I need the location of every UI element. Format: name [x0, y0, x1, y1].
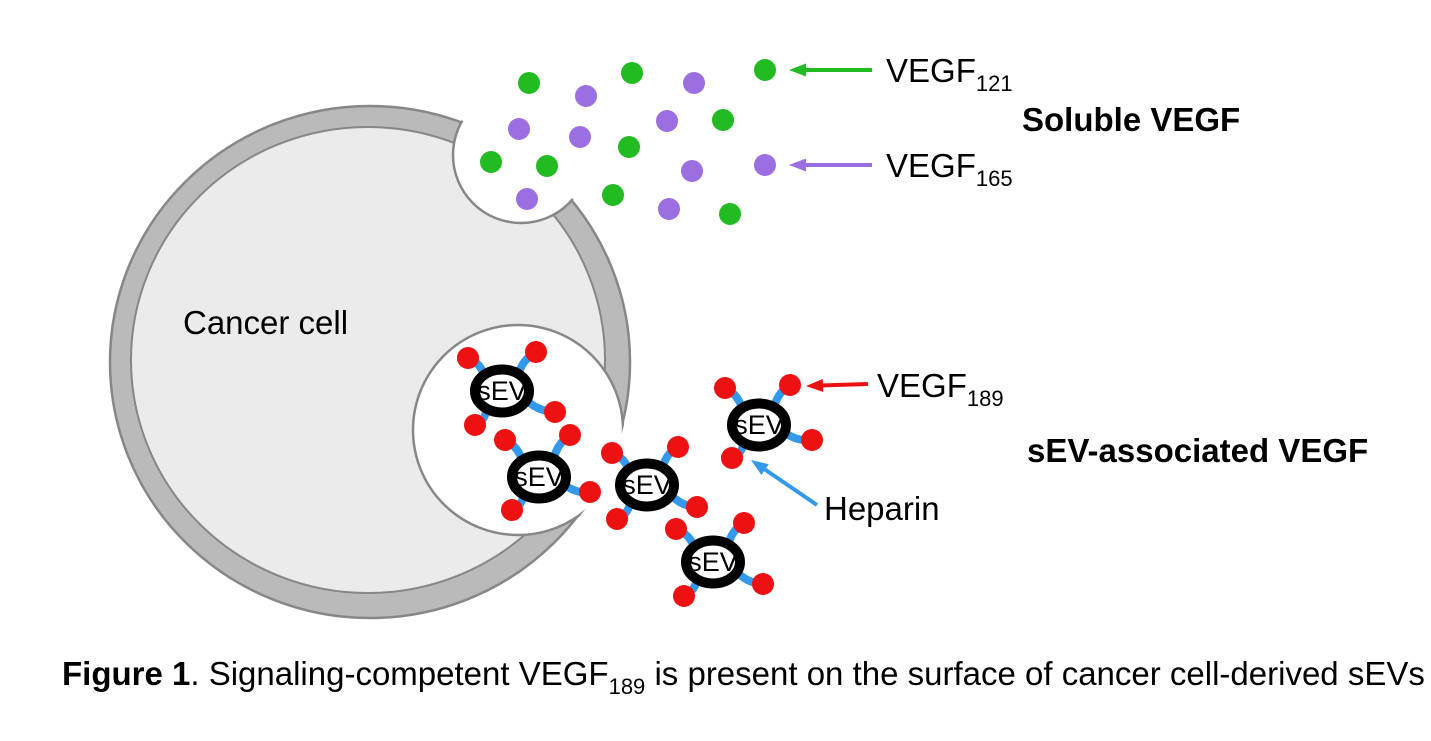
vegf121-dot [536, 155, 558, 177]
vegf189-arrow [806, 378, 869, 392]
vegf189-dot [665, 518, 687, 540]
arrow-head [806, 378, 824, 392]
vegf121-dot [719, 203, 741, 225]
heparin-label: Heparin [824, 490, 940, 527]
vegf189-dot [559, 424, 581, 446]
annotation-arrows [751, 63, 872, 507]
vegf121-dot [754, 59, 776, 81]
vegf189-dot [544, 401, 566, 423]
vegf189-dot [579, 481, 601, 503]
vegf165-dot [658, 198, 680, 220]
vegf165-dot [683, 72, 705, 94]
vegf165-arrow [789, 158, 872, 172]
vegf121-dot [712, 109, 734, 131]
sev-vesicle: sEV [714, 374, 823, 469]
vegf121-dot [602, 184, 624, 206]
sev-vesicle: sEV [601, 436, 708, 530]
vegf189-dot [779, 374, 801, 396]
vegf189-dot [457, 347, 479, 369]
vegf121-arrow [789, 63, 872, 77]
vegf121-dot [518, 72, 540, 94]
vegf189-dot [464, 414, 486, 436]
vegf189-dot [673, 585, 695, 607]
vegf189-dot [801, 429, 823, 451]
vegf121-dot [618, 136, 640, 158]
soluble-vegf-heading: Soluble VEGF [1022, 101, 1240, 138]
vegf189-dot [501, 499, 523, 521]
vegf121-dot [480, 151, 502, 173]
vegf189-dot [525, 341, 547, 363]
vegf165-dot [569, 126, 591, 148]
sev-membrane-ring [727, 398, 791, 452]
sev-label: sEV [477, 376, 527, 406]
sev-membrane-ring [615, 458, 679, 512]
vegf189-dot [733, 512, 755, 534]
vegf165-dot [508, 118, 530, 140]
arrow-head [789, 63, 806, 77]
soluble-vegf-dots [480, 59, 776, 225]
heparin-arrow [751, 460, 819, 507]
vegf189-dot [752, 573, 774, 595]
vegf165-dot [656, 110, 678, 132]
sev-label: sEV [734, 410, 784, 440]
vegf165-dot [575, 85, 597, 107]
vegf165-label: VEGF165 [886, 147, 1013, 191]
sev-membrane-ring [681, 535, 745, 589]
figure-caption: Figure 1. Signaling-competent VEGF189 is… [62, 655, 1425, 699]
sev-vesicle: sEV [665, 512, 774, 607]
vegf189-dot [606, 508, 628, 530]
sev-label: sEV [688, 547, 738, 577]
vegf189-dot [721, 447, 743, 469]
arrow-shaft [819, 382, 869, 388]
sev-label: sEV [622, 470, 672, 500]
sev-label: sEV [514, 462, 564, 492]
vegf189-dot [714, 377, 736, 399]
sev-membrane-ring [507, 450, 571, 504]
sev-vesicle: sEV [457, 341, 566, 436]
sev-particles: sEV sEV sEV sEV sEV [457, 341, 823, 607]
arrow-shaft [761, 466, 819, 507]
vegf121-label: VEGF121 [886, 52, 1013, 96]
arrow-head [751, 460, 769, 475]
sev-associated-vegf-heading: sEV-associated VEGF [1027, 432, 1368, 469]
arrow-head [789, 158, 806, 172]
vegf165-dot [681, 160, 703, 182]
vegf165-dot [516, 188, 538, 210]
vegf189-dot [494, 429, 516, 451]
vegf121-dot [621, 62, 643, 84]
sev-vesicle: sEV [494, 424, 601, 521]
cancer-cell-label: Cancer cell [183, 304, 348, 341]
vegf189-dot [686, 496, 708, 518]
vegf189-dot [601, 442, 623, 464]
vegf189-dot [667, 436, 689, 458]
vegf189-label: VEGF189 [877, 367, 1004, 411]
vegf165-dot [754, 154, 776, 176]
sev-membrane-ring [470, 364, 534, 418]
